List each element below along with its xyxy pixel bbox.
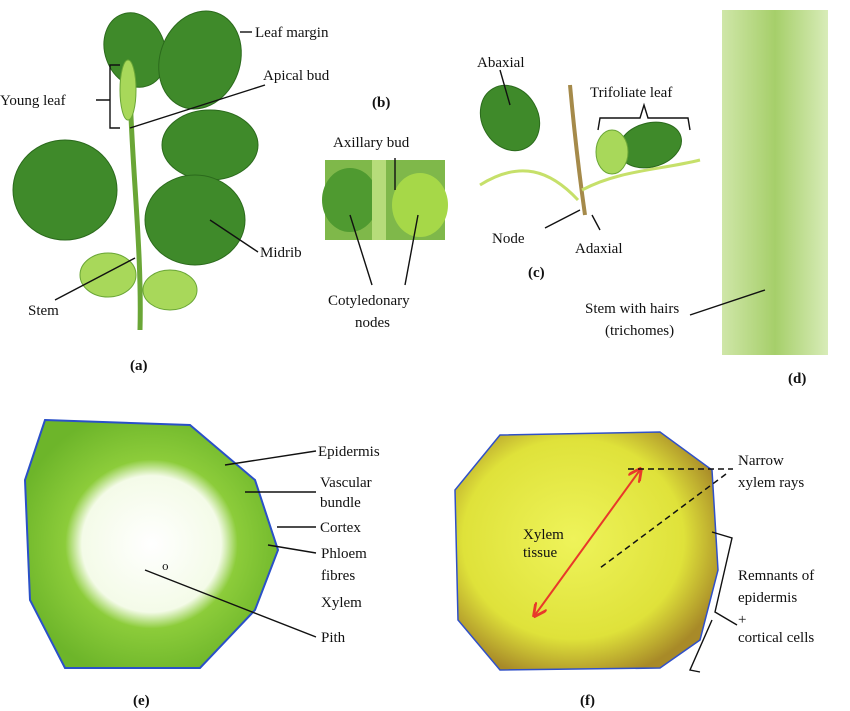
- label-adaxial: Adaxial: [575, 241, 622, 257]
- panel-c-photo: [479, 84, 701, 216]
- label-cortex: Cortex: [320, 520, 361, 536]
- panel-f-stem-cross-section: [454, 431, 719, 671]
- midrib-line: [209, 219, 259, 253]
- label-node: Node: [492, 231, 525, 247]
- label-xylem: Xylem: [321, 595, 362, 611]
- label-epidermis: Epidermis: [318, 444, 380, 460]
- panel-tag-f: (f): [580, 693, 595, 709]
- apical-bud-line: [129, 84, 266, 129]
- cotyledonary-lines: [349, 214, 419, 286]
- panel-a-plant-photo: [12, 10, 259, 331]
- panel-b-photo: [322, 160, 448, 240]
- label-abaxial: Abaxial: [477, 55, 524, 71]
- stem-hairs-line: [689, 289, 766, 316]
- label-xylem-tissue-2: tissue: [523, 545, 558, 561]
- label-apical-bud: Apical bud: [263, 68, 330, 84]
- panel-tag-c: (c): [528, 265, 545, 281]
- label-axillary-bud: Axillary bud: [333, 135, 410, 151]
- stem-line: [54, 257, 136, 301]
- remnants-bracket: [689, 531, 738, 673]
- label-cotyledonary: Cotyledonary: [328, 293, 410, 309]
- panel-tag-b: (b): [372, 95, 390, 111]
- panel-e-leader-lines: [144, 450, 317, 638]
- label-center-mark: o: [162, 560, 169, 573]
- label-remnants: Remnants of: [738, 568, 814, 584]
- panel-tag-e: (e): [133, 693, 150, 709]
- panel-tag-d: (d): [788, 371, 806, 387]
- xylem-rays-dashed-lines: [599, 468, 733, 569]
- label-cortical-cells: cortical cells: [738, 630, 814, 646]
- abaxial-line: [499, 69, 511, 106]
- label-bundle: bundle: [320, 495, 361, 511]
- label-nodes: nodes: [355, 315, 390, 331]
- label-epidermis-f: epidermis: [738, 590, 797, 606]
- label-fibres: fibres: [321, 568, 355, 584]
- panel-e-stem-cross-section: [23, 418, 280, 669]
- label-young-leaf: Young leaf: [0, 93, 66, 109]
- label-xylem-tissue-1: Xylem: [523, 527, 564, 543]
- trifoliate-bracket: [597, 102, 691, 131]
- panel-d-stem-photo: [722, 10, 828, 355]
- label-midrib: Midrib: [260, 245, 302, 261]
- young-leaf-bracket: [96, 64, 120, 129]
- label-trichomes: (trichomes): [605, 323, 674, 339]
- label-vascular: Vascular: [320, 475, 372, 491]
- label-stem: Stem: [28, 303, 59, 319]
- xylem-double-arrow: [535, 470, 640, 615]
- label-xylem-rays: xylem rays: [738, 475, 804, 491]
- label-plus: +: [738, 612, 746, 628]
- label-phloem: Phloem: [321, 546, 367, 562]
- node-adaxial-lines: [544, 209, 601, 231]
- label-narrow: Narrow: [738, 453, 784, 469]
- label-stem-hairs: Stem with hairs: [585, 301, 679, 317]
- label-leaf-margin: Leaf margin: [255, 25, 329, 41]
- label-trifoliate: Trifoliate leaf: [590, 85, 672, 101]
- label-pith: Pith: [321, 630, 346, 646]
- panel-tag-a: (a): [130, 358, 148, 374]
